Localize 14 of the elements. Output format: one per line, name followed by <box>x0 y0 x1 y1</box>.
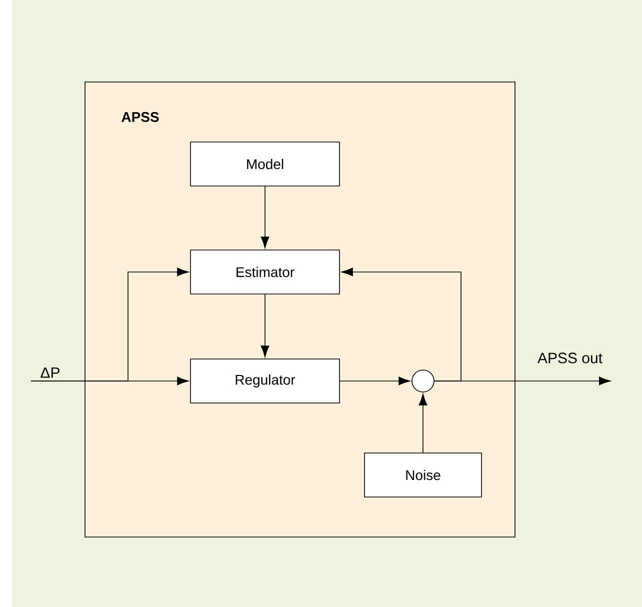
arrow <box>30 268 189 382</box>
arrow <box>340 376 410 386</box>
arrow <box>341 268 462 382</box>
process-box: Estimator <box>190 250 340 294</box>
arrow <box>418 394 428 453</box>
arrow <box>260 186 270 248</box>
summing-junction <box>412 370 434 392</box>
arrow <box>260 294 270 358</box>
arrow <box>434 376 611 386</box>
input-label: ΔP <box>40 367 60 378</box>
edge-label: APSS out <box>538 352 602 364</box>
process-box: Model <box>190 142 340 186</box>
process-box: Noise <box>364 452 482 498</box>
process-box: Regulator <box>190 358 340 404</box>
